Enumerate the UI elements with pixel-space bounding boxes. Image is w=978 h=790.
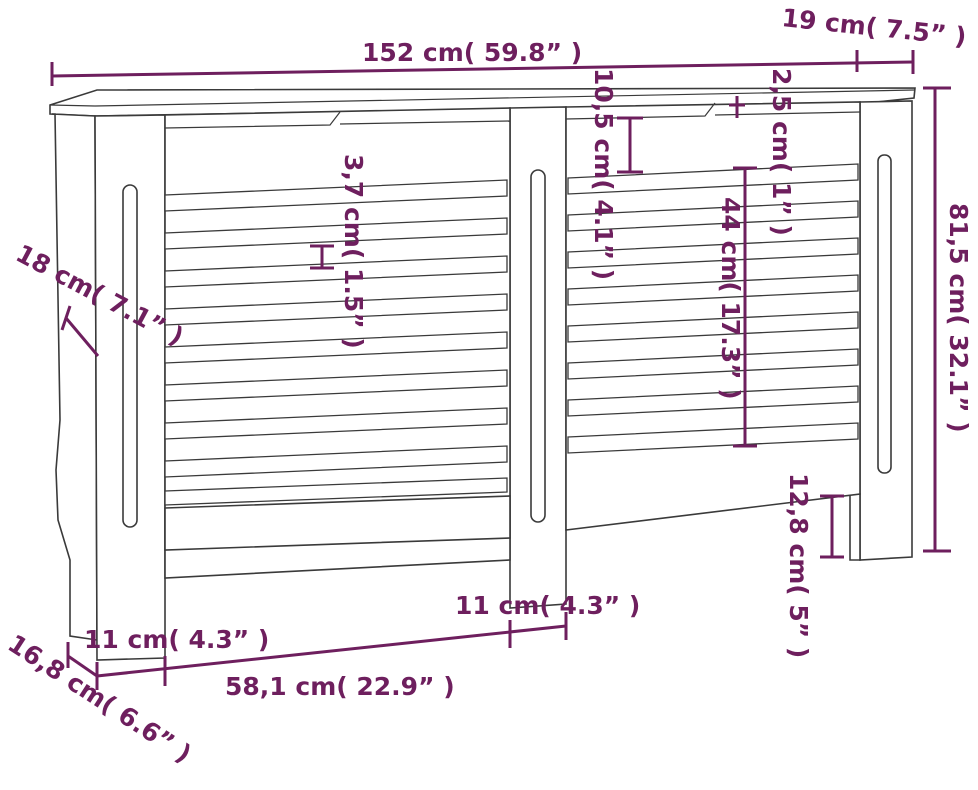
right-slats <box>567 163 859 454</box>
left-slats <box>164 179 508 506</box>
radiator-cover <box>49 87 916 661</box>
label-slat-height: 3,7 cm( 1.5” ) <box>339 154 368 349</box>
left-slot <box>122 184 138 528</box>
label-top-thickness: 2,5 cm( 1” ) <box>767 68 796 236</box>
middle-slot <box>530 169 546 523</box>
right-inner-side <box>849 493 861 561</box>
right-slot <box>877 154 892 474</box>
label-side-leg: 11 cm( 4.3” ) <box>84 625 269 654</box>
label-top-gap: 10,5 cm( 4.1” ) <box>589 68 618 280</box>
left-bottom-rail <box>164 495 511 551</box>
label-bottom-clearance: 12,8 cm( 5” ) <box>784 473 813 658</box>
label-middle-leg: 11 cm( 4.3” ) <box>455 591 640 620</box>
left-side-panel <box>51 113 98 641</box>
label-panel-width: 58,1 cm( 22.9” ) <box>225 672 455 701</box>
label-louver-height: 44 cm( 17.3” ) <box>716 197 745 400</box>
label-depth-top: 19 cm( 7.5” ) <box>780 3 967 51</box>
label-width-total: 152 cm( 59.8” ) <box>362 38 582 67</box>
label-height-total: 81,5 cm( 32.1” ) <box>944 203 973 433</box>
dimension-lines <box>50 50 951 690</box>
